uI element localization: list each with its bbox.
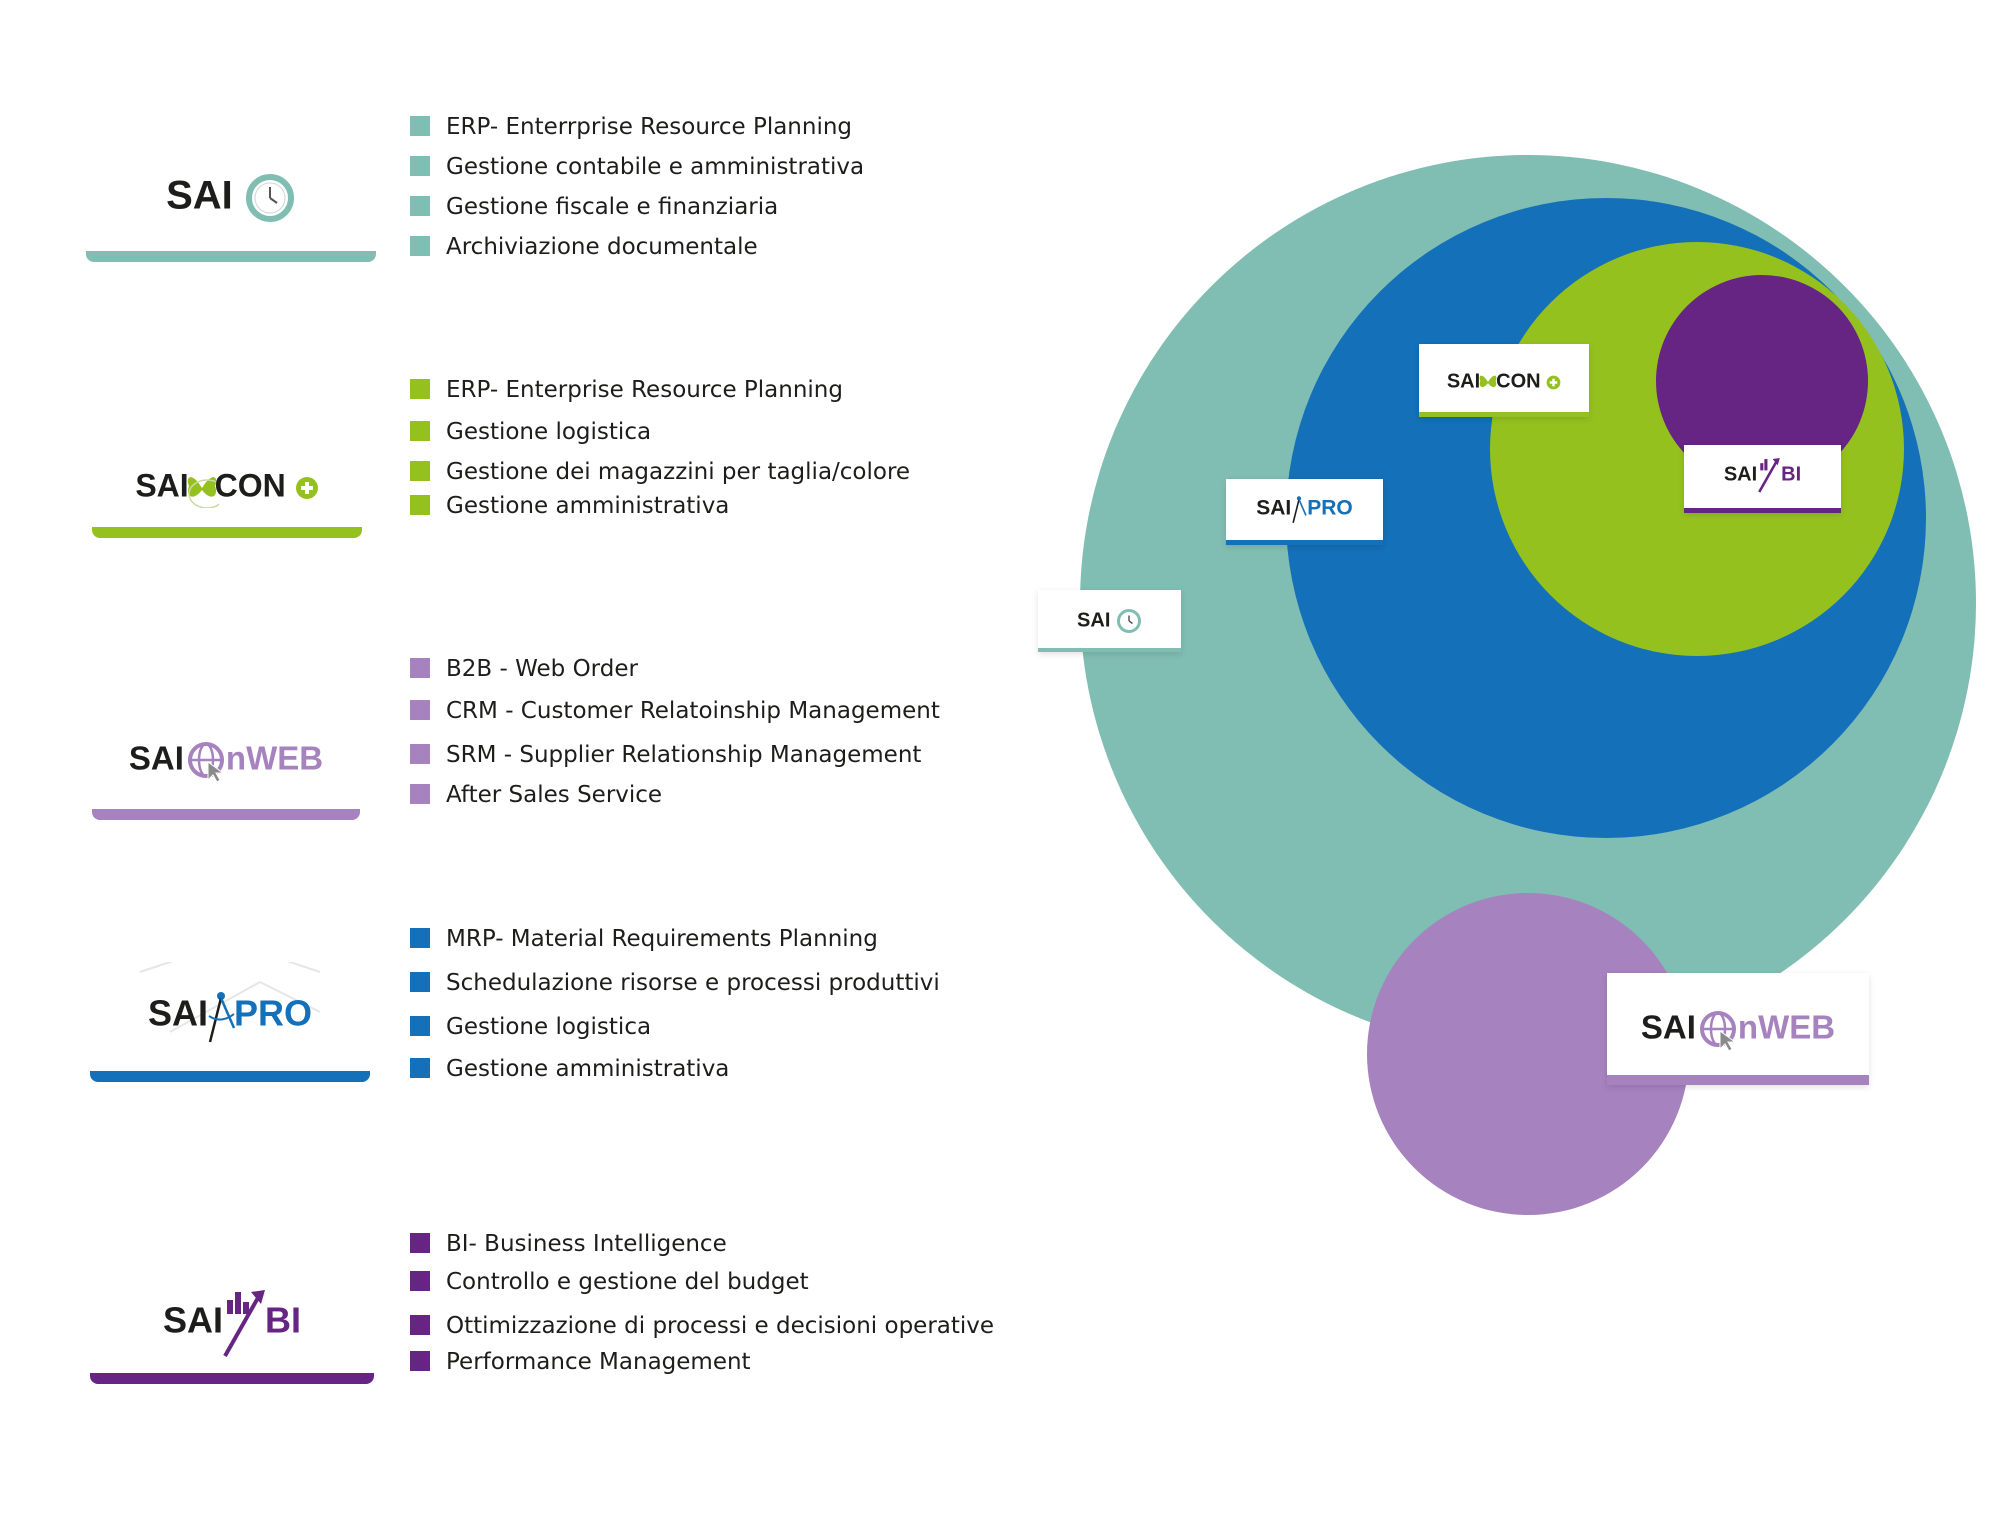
growth-chart-icon xyxy=(1758,458,1780,493)
list-item: After Sales Service xyxy=(410,780,662,810)
badge-saicon-logo: SAI CON xyxy=(1419,370,1589,394)
bullet-square-icon xyxy=(410,658,430,678)
bullet-square-icon xyxy=(410,495,430,515)
list-item: MRP- Material Requirements Planning xyxy=(410,924,878,954)
clock-icon xyxy=(1116,609,1141,633)
list-item: SRM - Supplier Relationship Management xyxy=(410,740,921,770)
badge-saipro-prefix: SAI xyxy=(1256,496,1292,520)
list-item: Gestione fiscale e finanziaria xyxy=(410,192,778,222)
logo-sai: SAI xyxy=(86,172,376,224)
list-item: Archiviazione documentale xyxy=(410,232,758,262)
plus-circle-icon xyxy=(1546,375,1561,389)
logo-saicon-prefix: SAI xyxy=(135,467,189,504)
badge-saibi-prefix: SAI xyxy=(1723,463,1758,486)
logo-saionweb-prefix: SAI xyxy=(128,739,184,777)
growth-chart-icon xyxy=(223,1290,265,1357)
badge-saionweb-prefix: SAI xyxy=(1640,1008,1696,1046)
clock-icon xyxy=(245,174,294,222)
logo-card-saicon: SAI CON xyxy=(92,420,362,538)
badge-saicon: SAI CON xyxy=(1419,344,1589,417)
list-item: BI- Business Intelligence xyxy=(410,1229,727,1259)
bullet-square-icon xyxy=(410,1351,430,1371)
logo-saicon: SAI CON xyxy=(92,468,362,508)
bullet-square-icon xyxy=(410,379,430,399)
logo-saibi: SAI BI xyxy=(90,1288,374,1358)
bullet-square-icon xyxy=(410,744,430,764)
logo-card-saipro: SAI PRO xyxy=(90,962,370,1082)
envelope-watermark-icon xyxy=(139,962,321,1033)
logo-saipro-suffix: PRO xyxy=(234,992,313,1034)
list-item: Schedulazione risorse e processi produtt… xyxy=(410,968,940,998)
logo-card-saionweb: SAI nWEB xyxy=(92,700,360,820)
logo-saipro: SAI PRO xyxy=(90,988,370,1044)
logo-saibi-prefix: SAI xyxy=(162,1299,223,1341)
list-item: Performance Management xyxy=(410,1347,751,1377)
logo-card-sai: SAI xyxy=(86,130,376,262)
badge-saionweb: SAI nWEB xyxy=(1607,973,1869,1085)
badge-saicon-suffix: CON xyxy=(1496,370,1541,393)
bullet-square-icon xyxy=(410,461,430,481)
bullet-square-icon xyxy=(410,928,430,948)
badge-saibi: SAI BI xyxy=(1684,445,1841,513)
bullet-square-icon xyxy=(410,784,430,804)
logo-saicon-suffix: CON xyxy=(214,467,286,504)
bullet-square-icon xyxy=(410,700,430,720)
compass-icon xyxy=(1292,496,1307,524)
badge-sai-prefix: SAI xyxy=(1077,609,1111,632)
logo-saipro-prefix: SAI xyxy=(147,992,208,1034)
logo-sai-prefix: SAI xyxy=(166,173,233,218)
badge-saibi-logo: SAI BI xyxy=(1684,457,1841,493)
globe-cursor-icon xyxy=(187,742,225,782)
bullet-square-icon xyxy=(410,1233,430,1253)
compass-icon xyxy=(208,992,236,1043)
list-item: Gestione dei magazzini per taglia/colore xyxy=(410,457,910,487)
list-item: B2B - Web Order xyxy=(410,654,638,684)
badge-saionweb-suffix: nWEB xyxy=(1737,1008,1836,1046)
list-item: Gestione contabile e amministrativa xyxy=(410,152,864,182)
bullet-square-icon xyxy=(410,236,430,256)
badge-saicon-prefix: SAI xyxy=(1446,370,1481,393)
list-item: Controllo e gestione del budget xyxy=(410,1267,809,1297)
list-item: CRM - Customer Relatoinship Management xyxy=(410,696,940,726)
butterfly-icon xyxy=(187,477,219,508)
butterfly-icon xyxy=(1479,375,1497,388)
bullet-square-icon xyxy=(410,972,430,992)
bullet-square-icon xyxy=(410,116,430,136)
list-item: Gestione logistica xyxy=(410,1012,651,1042)
badge-saibi-suffix: BI xyxy=(1781,463,1802,486)
bullet-square-icon xyxy=(410,1271,430,1291)
list-item: ERP- Enterprise Resource Planning xyxy=(410,375,843,405)
bullet-square-icon xyxy=(410,421,430,441)
plus-circle-icon xyxy=(295,477,318,499)
logo-saionweb: SAI nWEB xyxy=(92,740,360,782)
badge-saipro: SAI PRO xyxy=(1226,479,1383,545)
bullet-square-icon xyxy=(410,1315,430,1335)
logo-saibi-suffix: BI xyxy=(265,1299,301,1341)
list-item: Ottimizzazione di processi e decisioni o… xyxy=(410,1311,994,1341)
list-item: ERP- Enterrprise Resource Planning xyxy=(410,112,852,142)
globe-cursor-icon xyxy=(1699,1011,1737,1051)
bullet-square-icon xyxy=(410,1016,430,1036)
list-item: Gestione logistica xyxy=(410,417,651,447)
badge-sai: SAI xyxy=(1038,590,1181,652)
badge-saionweb-logo: SAI nWEB xyxy=(1607,1009,1869,1051)
list-item: Gestione amministrativa xyxy=(410,491,729,521)
badge-saipro-logo: SAI PRO xyxy=(1226,493,1383,525)
list-item: Gestione amministrativa xyxy=(410,1054,729,1084)
bullet-square-icon xyxy=(410,156,430,176)
bullet-square-icon xyxy=(410,196,430,216)
bullet-square-icon xyxy=(410,1058,430,1078)
logo-saionweb-suffix: nWEB xyxy=(225,739,324,777)
badge-saipro-suffix: PRO xyxy=(1307,496,1353,520)
badge-sai-logo: SAI xyxy=(1038,608,1181,634)
logo-card-saibi: SAI BI xyxy=(90,1266,374,1384)
